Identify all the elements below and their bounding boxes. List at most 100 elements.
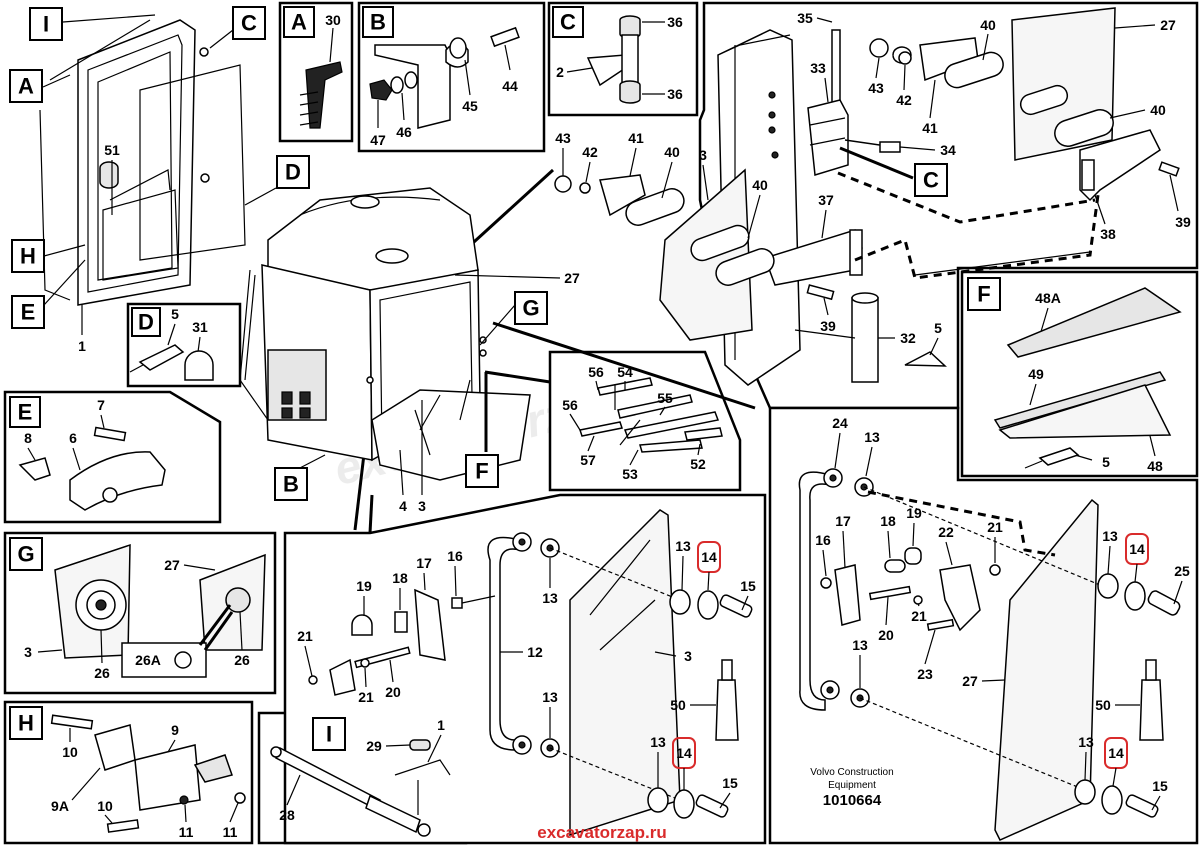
label-24: 24 (832, 415, 848, 431)
label-31: 31 (192, 319, 208, 335)
label-42-top: 42 (896, 92, 912, 108)
label-27-detail: 27 (1160, 17, 1176, 33)
view-label-d[interactable] (276, 155, 310, 189)
panel-c-label (552, 6, 584, 38)
footer-url[interactable]: excavatorzap.ru (537, 823, 666, 842)
view-label-g-main[interactable] (514, 291, 548, 325)
label-19-r: 19 (906, 505, 922, 521)
svg-text:H: H (18, 711, 34, 736)
label-15-r: 15 (1152, 778, 1168, 794)
label-27-r: 27 (962, 673, 978, 689)
leader-window-left-2 (368, 494, 374, 534)
label-25: 25 (1174, 563, 1190, 579)
label-14-l-bottom: 14 (676, 745, 692, 761)
svg-text:G: G (522, 296, 539, 321)
svg-text:G: G (17, 542, 34, 567)
panel-d (126, 302, 242, 388)
view-label-i[interactable] (29, 7, 63, 41)
label-27-main: 27 (564, 270, 580, 286)
label-40-left-a: 40 (664, 144, 680, 160)
window-left-assembly (308, 509, 753, 837)
label-9: 9 (171, 722, 179, 738)
svg-text:F: F (977, 282, 990, 307)
view-label-c-main[interactable] (232, 6, 266, 40)
label-56-bottom: 56 (562, 397, 578, 413)
label-29: 29 (366, 738, 382, 754)
view-label-b-main[interactable] (274, 467, 308, 501)
label-57: 57 (580, 452, 596, 468)
door-handle (69, 451, 166, 511)
label-32: 32 (900, 330, 916, 346)
label-50-l: 50 (670, 697, 686, 713)
label-8: 8 (24, 430, 32, 446)
label-51: 51 (104, 142, 120, 158)
label-43-left: 43 (555, 130, 571, 146)
panel-g-label (9, 537, 43, 571)
label-11-left: 11 (179, 824, 194, 840)
svg-text:F: F (475, 459, 488, 484)
seal-profile (305, 61, 343, 129)
door-assembly (39, 19, 246, 306)
svg-text:B: B (370, 10, 386, 35)
sliding-rails (579, 377, 723, 453)
label-54: 54 (617, 364, 633, 380)
label-5-d: 5 (171, 306, 179, 322)
label-13-r-c: 13 (1102, 528, 1118, 544)
label-48: 48 (1147, 458, 1163, 474)
label-18-l: 18 (392, 570, 408, 586)
leader-window-right (492, 321, 756, 410)
svg-text:E: E (18, 400, 33, 425)
panel-h-label (9, 706, 43, 740)
label-38: 38 (1100, 226, 1116, 242)
label-37: 37 (818, 192, 834, 208)
label-14-r-bottom: 14 (1108, 745, 1124, 761)
view-label-e-main[interactable] (11, 295, 45, 329)
label-13-l-a: 13 (542, 590, 558, 606)
view-label-h-main[interactable] (11, 239, 45, 273)
panel-b-label (362, 6, 394, 38)
label-40-top-b: 40 (1150, 102, 1166, 118)
label-21-l-top: 21 (297, 628, 313, 644)
view-label-f-main[interactable] (465, 454, 499, 488)
label-40-top-a: 40 (980, 17, 996, 33)
svg-text:C: C (241, 11, 257, 36)
label-47: 47 (370, 132, 386, 148)
leader-rails (484, 370, 551, 384)
label-5-detail: 5 (934, 320, 942, 336)
label-19-l: 19 (356, 578, 372, 594)
label-3-detail: 3 (699, 147, 707, 163)
label-39-right: 39 (1175, 214, 1191, 230)
label-22: 22 (938, 524, 954, 540)
label-3-g: 3 (24, 644, 32, 660)
label-2: 2 (556, 64, 564, 80)
svg-text:D: D (285, 160, 301, 185)
drawing-number: 1010664 (823, 792, 882, 809)
label-26-right: 26 (234, 652, 250, 668)
maker-line-1: Volvo Construction (810, 767, 893, 778)
label-46: 46 (396, 124, 412, 140)
svg-text:C: C (560, 10, 576, 35)
label-27-g: 27 (164, 557, 180, 573)
label-7: 7 (97, 397, 105, 413)
label-1-main: 1 (78, 338, 86, 354)
label-21-r-top: 21 (987, 519, 1003, 535)
label-13-r-d: 13 (1078, 734, 1094, 750)
label-13-l-b: 13 (675, 538, 691, 554)
label-20-r: 20 (878, 627, 894, 643)
label-9A: 9A (51, 798, 69, 814)
label-36-top: 36 (667, 14, 683, 30)
view-label-a[interactable] (9, 69, 43, 103)
label-44: 44 (502, 78, 518, 94)
label-14-r-top: 14 (1129, 541, 1145, 557)
svg-text:D: D (138, 310, 154, 335)
label-13-l-d: 13 (650, 734, 666, 750)
detail-c-assembly (554, 7, 1180, 386)
label-21-r-mid: 21 (911, 608, 927, 624)
label-55: 55 (657, 390, 673, 406)
label-35: 35 (797, 10, 813, 26)
label-14-l-top: 14 (701, 549, 717, 565)
svg-text:A: A (291, 10, 307, 35)
svg-text:A: A (18, 74, 34, 99)
label-42-left: 42 (582, 144, 598, 160)
